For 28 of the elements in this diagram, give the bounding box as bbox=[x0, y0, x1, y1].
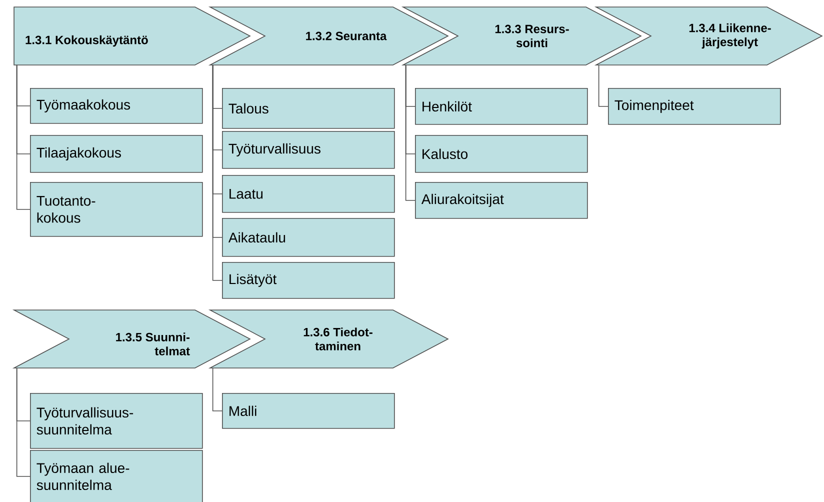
connector-line bbox=[212, 64, 222, 281]
item-box: Työturvallisuus bbox=[222, 131, 395, 169]
item-box: Tilaajakokous bbox=[30, 135, 203, 173]
item-box: Malli bbox=[222, 393, 395, 429]
item-box: Toimenpiteet bbox=[608, 88, 781, 125]
item-box: Aikataulu bbox=[222, 218, 395, 257]
node-label: 1.3.4 Liikenne- järjestelyt bbox=[689, 23, 771, 49]
item-box: Työmaakokous bbox=[30, 88, 203, 124]
connector-line bbox=[212, 368, 222, 412]
phase-header: 1.3.4 Liikenne- järjestelyt bbox=[594, 6, 823, 66]
phase-header: 1.3.5 Suunni- telmat bbox=[12, 310, 251, 368]
phase-header: 1.3.1 Kokouskäytäntö bbox=[14, 6, 251, 66]
item-box: Työturvallisuus- suunnitelma bbox=[30, 393, 203, 449]
phase-header: 1.3.2 Seuranta bbox=[208, 6, 449, 66]
item-box: Aliurakoitsijat bbox=[415, 182, 588, 219]
phase-header: 1.3.6 Tiedot- taminen bbox=[208, 310, 449, 368]
item-box: Laatu bbox=[222, 175, 395, 213]
connector-line bbox=[16, 64, 30, 210]
item-box: Henkilöt bbox=[415, 88, 588, 125]
connector-line bbox=[598, 64, 608, 107]
phase-header: 1.3.3 Resurs- sointi bbox=[401, 6, 642, 66]
item-box: Talous bbox=[222, 88, 395, 129]
item-box: Lisätyöt bbox=[222, 262, 395, 299]
connector-line bbox=[16, 368, 30, 477]
item-box: Kalusto bbox=[415, 135, 588, 173]
item-box: Tuotanto- kokous bbox=[30, 182, 203, 237]
item-box: Työmaan alue- suunnitelma bbox=[30, 450, 203, 502]
connector-line bbox=[405, 64, 416, 201]
